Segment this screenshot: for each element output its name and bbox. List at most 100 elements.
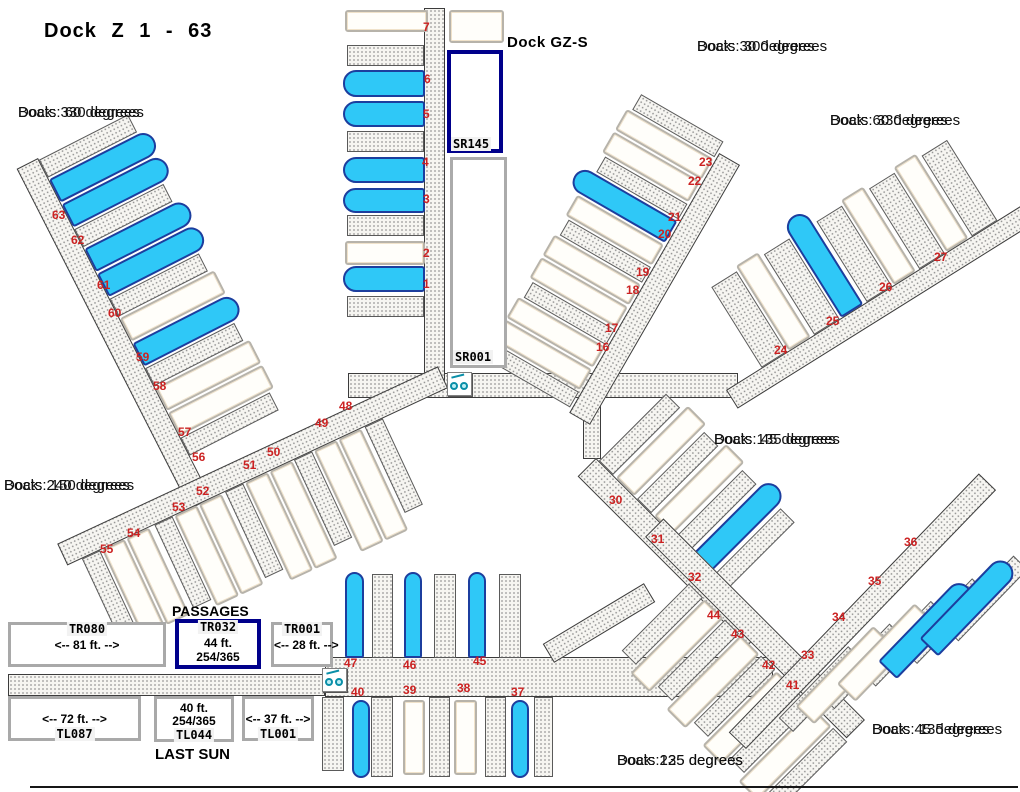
last-sun-note: LAST SUN	[155, 746, 230, 763]
slip-number-4: 4	[422, 155, 429, 169]
slip-number-6: 6	[424, 72, 431, 86]
slip-number-25: 25	[826, 314, 840, 328]
passage-box-tr080[interactable]: TR080 <-- 81 ft. -->	[8, 622, 166, 667]
boat-3[interactable]	[343, 188, 425, 213]
slip-number-53: 53	[172, 500, 186, 514]
slip-number-61: 61	[97, 278, 111, 292]
shore-line	[30, 786, 1018, 788]
slip-38[interactable]	[454, 700, 477, 775]
slip-number-39: 39	[403, 683, 417, 697]
passage-size: <-- 28 ft. -->	[274, 637, 339, 652]
slip-number-24: 24	[774, 343, 788, 357]
slip-number-37: 37	[511, 685, 525, 699]
boat-46[interactable]	[404, 572, 422, 658]
slip-number-19: 19	[636, 265, 650, 279]
slip-7[interactable]	[345, 10, 428, 32]
lower-walkway-left	[8, 674, 325, 696]
slip-number-50: 50	[267, 445, 281, 459]
passage-code: TL001	[257, 727, 299, 741]
slip-39[interactable]	[403, 700, 425, 775]
slip-2[interactable]	[345, 241, 425, 265]
slip-number-54: 54	[127, 526, 141, 540]
slip-number-46: 46	[403, 658, 417, 672]
slip-number-2: 2	[423, 246, 430, 260]
slip-number-26: 26	[879, 280, 893, 294]
slip-number-48: 48	[339, 399, 353, 413]
finger-pier	[322, 697, 344, 771]
slip-number-59: 59	[136, 350, 150, 364]
passage-code: TL087	[54, 727, 95, 741]
passages-heading: PASSAGES	[172, 603, 249, 619]
central-dock-strip	[424, 8, 445, 390]
boat-5[interactable]	[343, 101, 425, 127]
slip-number-21: 21	[668, 210, 682, 224]
finger-pier	[347, 296, 424, 317]
slip-number-60: 60	[108, 306, 122, 320]
passage-size: 44 ft.	[203, 636, 232, 650]
finger-pier	[372, 574, 393, 658]
glasses-icon	[335, 678, 343, 686]
sr001-label: SR001	[453, 350, 494, 364]
glasses-icon-button[interactable]	[447, 372, 472, 396]
glasses-icon-button[interactable]	[322, 668, 347, 692]
glasses-icon	[450, 382, 458, 390]
slip-number-41: 41	[786, 678, 800, 692]
finger-pier	[499, 574, 521, 658]
slip-number-20: 20	[658, 227, 672, 241]
slip-number-5: 5	[423, 107, 430, 121]
sr145-label: SR145	[451, 137, 492, 151]
slip-number-32: 32	[688, 570, 702, 584]
slip-number-18: 18	[626, 283, 640, 297]
slip-number-51: 51	[243, 458, 257, 472]
slip-number-52: 52	[196, 484, 210, 498]
slip-number-3: 3	[423, 192, 430, 206]
slip-number-57: 57	[178, 425, 192, 439]
slip-number-23: 23	[699, 155, 713, 169]
slip-number-63: 63	[52, 208, 66, 222]
fairway-sr001[interactable]: SR001	[450, 157, 507, 368]
passage-box-tr001[interactable]: TR001 <-- 28 ft. -->	[271, 622, 339, 667]
passage-size: <-- 81 ft. -->	[54, 637, 120, 652]
passage-box-tl087[interactable]: <-- 72 ft. --> TL087	[8, 696, 141, 741]
passage-size: <-- 37 ft. -->	[245, 711, 311, 726]
slip-number-34: 34	[832, 610, 846, 624]
passage-box-tr032-selected[interactable]: TR032 44 ft. 254/365	[175, 619, 261, 669]
finger-pier	[485, 697, 506, 777]
slip-number-56: 56	[192, 450, 206, 464]
finger-pier	[434, 574, 456, 658]
dock-gz-label: Dock GZ-S	[507, 34, 589, 51]
boat-6[interactable]	[343, 70, 425, 97]
boat-37[interactable]	[511, 700, 529, 778]
passage-code: TL044	[173, 728, 215, 742]
glasses-icon	[325, 678, 333, 686]
slip-number-7: 7	[423, 20, 430, 34]
passage-box-tl001[interactable]: <-- 37 ft. --> TL001	[242, 696, 314, 741]
passage-sr145-selected[interactable]: SR145	[447, 50, 503, 153]
passage-code: TR001	[281, 622, 323, 636]
slip-number-30: 30	[609, 493, 623, 507]
slip-number-31: 31	[651, 532, 665, 546]
slip-gz[interactable]	[449, 10, 504, 43]
slip-number-22: 22	[688, 174, 702, 188]
glasses-icon	[460, 382, 468, 390]
finger-pier	[371, 697, 393, 777]
passage-availability: 254/365	[172, 714, 216, 728]
slip-number-38: 38	[457, 681, 471, 695]
slip-number-58: 58	[153, 379, 167, 393]
finger-pier	[347, 45, 424, 66]
passage-code: TR080	[66, 622, 108, 636]
finger-pier	[347, 215, 424, 236]
boat-4[interactable]	[343, 157, 425, 183]
passage-size: <-- 72 ft. -->	[42, 711, 107, 726]
boat-40[interactable]	[352, 700, 370, 778]
finger-pier	[347, 131, 424, 152]
boat-47[interactable]	[345, 572, 364, 658]
slip-number-42: 42	[762, 658, 776, 672]
slip-number-33: 33	[801, 648, 815, 662]
passage-box-tl044[interactable]: 40 ft. 254/365 TL044	[154, 696, 234, 742]
boat-1[interactable]	[343, 266, 425, 292]
slip-number-47: 47	[344, 656, 358, 670]
passage-size: 40 ft.	[179, 701, 208, 715]
boat-45[interactable]	[468, 572, 486, 658]
